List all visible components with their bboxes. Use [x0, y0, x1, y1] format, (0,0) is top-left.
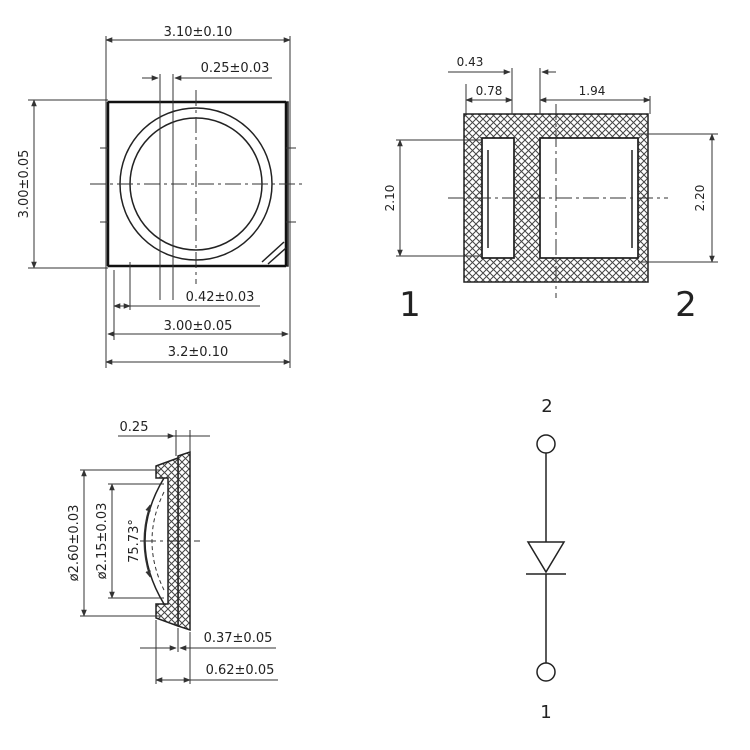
dim-right-height: 2.20 [693, 185, 707, 212]
dim-pad1-width: 0.78 [476, 84, 503, 98]
side-lens-frame [155, 456, 179, 628]
schematic-pin-2: 2 [541, 396, 552, 417]
pin-label-1: 1 [399, 285, 421, 325]
dim-inner-diameter: ø2.15±0.03 [95, 503, 110, 580]
dim-pad2-width: 1.94 [579, 84, 606, 98]
dim-lens-height: 0.37±0.05 [204, 631, 273, 646]
side-view: 75.73° 0.25 ø2.60±0.03 ø2.15±0.03 0.37±0… [67, 420, 278, 684]
schematic-pin-1: 1 [540, 702, 551, 723]
dim-width-top: 3.10±0.10 [164, 25, 233, 40]
dim-height: 3.00±0.05 [17, 150, 32, 219]
dim-angle: 75.73° [127, 519, 142, 563]
dim-left-height: 2.10 [383, 185, 397, 212]
dim-width-outer: 3.2±0.10 [168, 345, 229, 360]
diode-schematic: 2 1 [526, 396, 566, 723]
dim-width-inner: 3.00±0.05 [164, 319, 233, 334]
diode-symbol [526, 541, 566, 574]
top-view: 3.10±0.10 0.25±0.03 3.00±0.05 0.42±0.03 … [17, 25, 306, 368]
dim-gap: 0.43 [457, 55, 484, 69]
terminal-cathode [536, 662, 556, 682]
dim-total-height: 0.62±0.05 [206, 663, 275, 678]
dim-outer-diameter: ø2.60±0.03 [67, 505, 82, 582]
pin-label-2: 2 [675, 285, 697, 325]
terminal-anode [536, 434, 556, 454]
dim-top-thickness: 0.25 [120, 420, 149, 435]
dim-lens-offset: 0.25±0.03 [201, 61, 270, 76]
bottom-view: 0.43 0.78 1.94 2.10 2.20 1 2 [383, 55, 718, 325]
dim-inner-offset: 0.42±0.03 [186, 290, 255, 305]
